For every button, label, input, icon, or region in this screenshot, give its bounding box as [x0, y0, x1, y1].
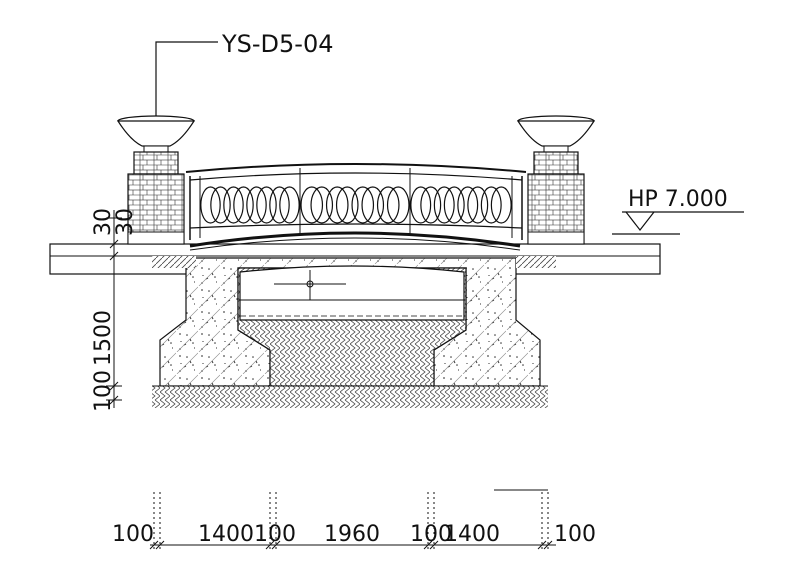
railing-ring: [269, 186, 290, 224]
dim-horizontal-1: 100: [112, 522, 154, 547]
railing-ring: [361, 186, 385, 224]
callout-label: YS-D5-04: [221, 30, 334, 58]
railing-ring: [200, 186, 221, 224]
railing-ring: [467, 186, 489, 224]
railing-ring: [223, 186, 244, 224]
railing-ring: [457, 186, 479, 224]
railing-ring: [386, 186, 410, 224]
dim-horizontal-2: 1400: [198, 522, 254, 547]
dim-horizontal-4: 1960: [324, 522, 380, 547]
vertical-dimension-line: [106, 210, 122, 408]
dim-vertical-bottom: 100: [91, 370, 116, 412]
railing-ring: [351, 186, 375, 224]
abutment-foundation: [159, 257, 541, 387]
railing-ring: [210, 186, 231, 224]
dim-horizontal-7: 100: [554, 522, 596, 547]
callout-leader: [155, 41, 218, 118]
railing-ring: [480, 186, 502, 224]
soil-layers: [152, 256, 556, 408]
railing-ring: [420, 186, 442, 224]
dim-vertical-second: 30: [113, 208, 138, 236]
dim-horizontal-3: 100: [254, 522, 296, 547]
railing-ring: [256, 186, 277, 224]
horizontal-dimension-line: [149, 489, 556, 552]
railing-ring: [410, 186, 432, 224]
railing-ring: [246, 186, 267, 224]
left-pillar: [116, 115, 196, 245]
railing-ring: [433, 186, 455, 224]
bridge-railing: [185, 163, 527, 240]
railing-ring: [325, 186, 349, 224]
railing-ring: [490, 186, 512, 224]
dim-vertical-top: 30: [91, 208, 116, 236]
railing-ring: [233, 186, 254, 224]
elevation-marker: [612, 211, 744, 235]
dim-horizontal-5: 100: [410, 522, 452, 547]
railing-ring: [443, 186, 465, 224]
railing-ring: [335, 186, 359, 224]
right-pillar: [516, 115, 596, 245]
railing-ring: [279, 186, 300, 224]
railing-ring: [300, 186, 324, 224]
railing-ring: [376, 186, 400, 224]
dim-vertical-middle: 1500: [91, 310, 116, 366]
elevation-label: HP 7.000: [628, 187, 728, 212]
railing-ring: [310, 186, 334, 224]
dim-horizontal-6: 1400: [444, 522, 500, 547]
